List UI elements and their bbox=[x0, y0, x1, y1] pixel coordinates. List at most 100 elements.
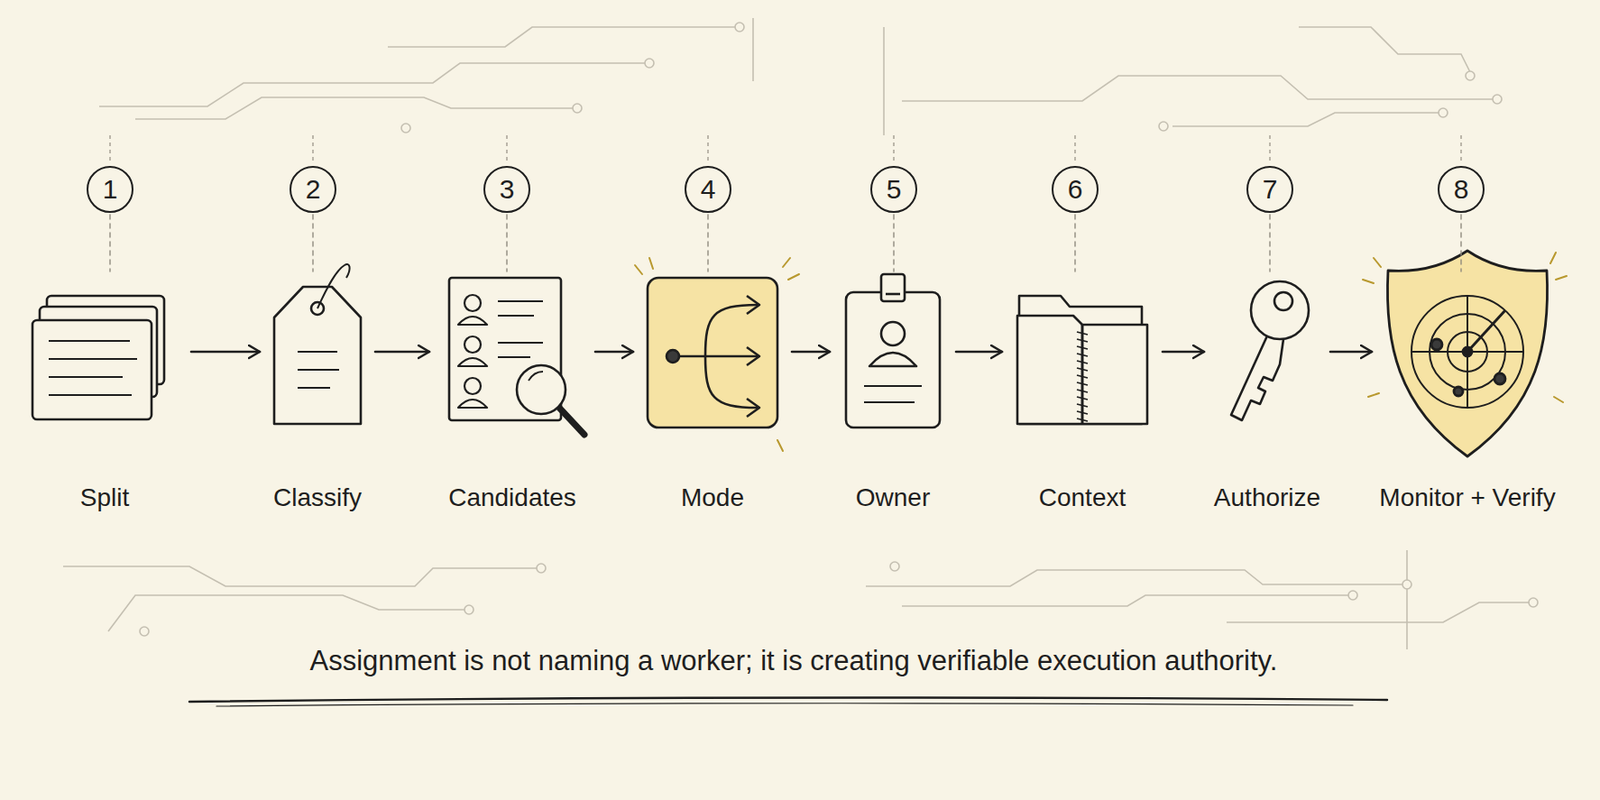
step-number: 6 bbox=[1067, 175, 1084, 203]
step-number: 8 bbox=[1453, 175, 1470, 203]
split-icon-part-part bbox=[48, 358, 138, 360]
tag-icon-part-part bbox=[297, 386, 331, 389]
crosshair-ticks bbox=[110, 135, 1462, 163]
candidates-icon-part-part bbox=[458, 358, 488, 367]
candidates-icon-part bbox=[559, 407, 585, 435]
owner-icon-part bbox=[869, 352, 917, 367]
shield-icon-part-part bbox=[1362, 279, 1374, 284]
owner-icon-part bbox=[845, 292, 940, 428]
shield-icon-part bbox=[1411, 295, 1524, 408]
owner-icon bbox=[845, 274, 940, 428]
leader-line bbox=[109, 214, 111, 272]
leader-line bbox=[892, 214, 894, 272]
flow-arrow bbox=[191, 350, 260, 354]
flow-arrow bbox=[956, 350, 1003, 354]
step-box: Classify bbox=[272, 275, 363, 429]
step-number-circle: 8 bbox=[1437, 165, 1485, 213]
step-number-circle: 5 bbox=[870, 165, 918, 213]
caption: Assignment is not naming a worker; it is… bbox=[310, 645, 1279, 677]
candidates-icon-part-part bbox=[464, 336, 481, 353]
crosshair-ticks-part bbox=[505, 135, 507, 163]
context-icon-part-part bbox=[1076, 339, 1088, 342]
crosshair-ticks-part bbox=[707, 135, 709, 163]
context-icon-part-part bbox=[1076, 353, 1088, 357]
step-label: Context bbox=[1039, 484, 1127, 513]
caption-underline-part bbox=[216, 703, 1353, 707]
step-box: Owner bbox=[842, 275, 944, 429]
step-label: Mode bbox=[680, 484, 745, 513]
shield-icon-part bbox=[1362, 252, 1567, 403]
circuit-traces-part bbox=[99, 63, 650, 107]
shield-icon bbox=[1362, 250, 1567, 457]
crosshair-ticks-part bbox=[312, 135, 313, 163]
circuit-traces-part bbox=[882, 27, 885, 136]
step-number-circle: 4 bbox=[684, 165, 732, 213]
split-icon-part-part bbox=[48, 376, 123, 378]
mode-icon-part-part bbox=[777, 440, 783, 451]
trace-pads-part bbox=[464, 605, 474, 615]
tag-icon-part bbox=[297, 351, 340, 388]
step-number: 4 bbox=[700, 175, 717, 203]
split-icon-part bbox=[32, 320, 152, 420]
shield-icon-part bbox=[1467, 310, 1506, 352]
trace-pads-part bbox=[572, 103, 582, 113]
context-icon bbox=[1017, 295, 1148, 424]
shield-icon-part-part bbox=[1373, 257, 1381, 267]
trace-pads-part bbox=[1492, 94, 1502, 104]
trace-pads-part bbox=[1528, 597, 1538, 607]
split-icon-part bbox=[48, 340, 138, 396]
candidates-icon-part bbox=[516, 365, 566, 414]
step-label: Candidates bbox=[448, 484, 577, 513]
step-box: Candidates bbox=[441, 275, 583, 429]
step-label: Classify bbox=[273, 484, 362, 513]
candidates-icon bbox=[449, 277, 585, 435]
step-number-circle: 3 bbox=[483, 165, 531, 213]
split-icon-part-part bbox=[48, 340, 130, 342]
mode-icon bbox=[634, 257, 800, 451]
key-icon-part bbox=[1231, 331, 1284, 421]
step-number: 2 bbox=[305, 175, 322, 203]
context-icon-part bbox=[1076, 331, 1088, 422]
trace-pads-part bbox=[890, 561, 900, 571]
owner-icon-part bbox=[885, 293, 901, 296]
trace-pads-part bbox=[1158, 121, 1168, 131]
shield-icon-part bbox=[1387, 250, 1547, 457]
circuit-traces-part bbox=[752, 18, 755, 82]
candidates-icon-part-part bbox=[464, 294, 481, 312]
flow-arrow bbox=[595, 350, 634, 354]
tag-icon-part bbox=[317, 264, 350, 309]
crosshair-ticks-part bbox=[109, 135, 111, 163]
trace-pads-part bbox=[401, 123, 411, 133]
caption-underline-part bbox=[189, 697, 1388, 702]
trace-pads-part bbox=[644, 58, 654, 68]
flow-arrow bbox=[375, 350, 430, 354]
shield-icon-part-part bbox=[1550, 252, 1556, 264]
trace-pads bbox=[139, 22, 1538, 636]
step-number: 7 bbox=[1262, 175, 1279, 203]
shield-icon-part bbox=[1453, 386, 1463, 396]
context-icon-part-part bbox=[1076, 346, 1088, 350]
candidates-icon-part-part bbox=[497, 356, 531, 359]
trace-pads-part bbox=[139, 626, 149, 636]
context-icon-part-part bbox=[1076, 404, 1088, 407]
leader-line bbox=[1074, 214, 1076, 272]
step-box: Split bbox=[30, 275, 179, 429]
owner-icon-part bbox=[864, 386, 922, 403]
owner-icon-part-part bbox=[864, 401, 915, 404]
circuit-traces-part bbox=[1298, 27, 1471, 73]
leader-line bbox=[1460, 214, 1462, 272]
flow-arrow bbox=[1330, 350, 1372, 354]
context-icon-part-part bbox=[1076, 360, 1088, 364]
shield-icon-part-part bbox=[1411, 295, 1524, 408]
context-icon-part-part bbox=[1076, 389, 1088, 393]
shield-icon-part-part bbox=[1554, 396, 1564, 403]
mode-icon-part-part bbox=[788, 274, 800, 280]
shield-icon-part bbox=[1494, 373, 1506, 385]
step-number: 3 bbox=[499, 175, 515, 203]
step-box: Monitor + Verify bbox=[1384, 275, 1551, 429]
mode-icon-part bbox=[674, 295, 760, 417]
mode-icon-part bbox=[634, 257, 800, 451]
context-icon-part-part bbox=[1076, 396, 1088, 400]
